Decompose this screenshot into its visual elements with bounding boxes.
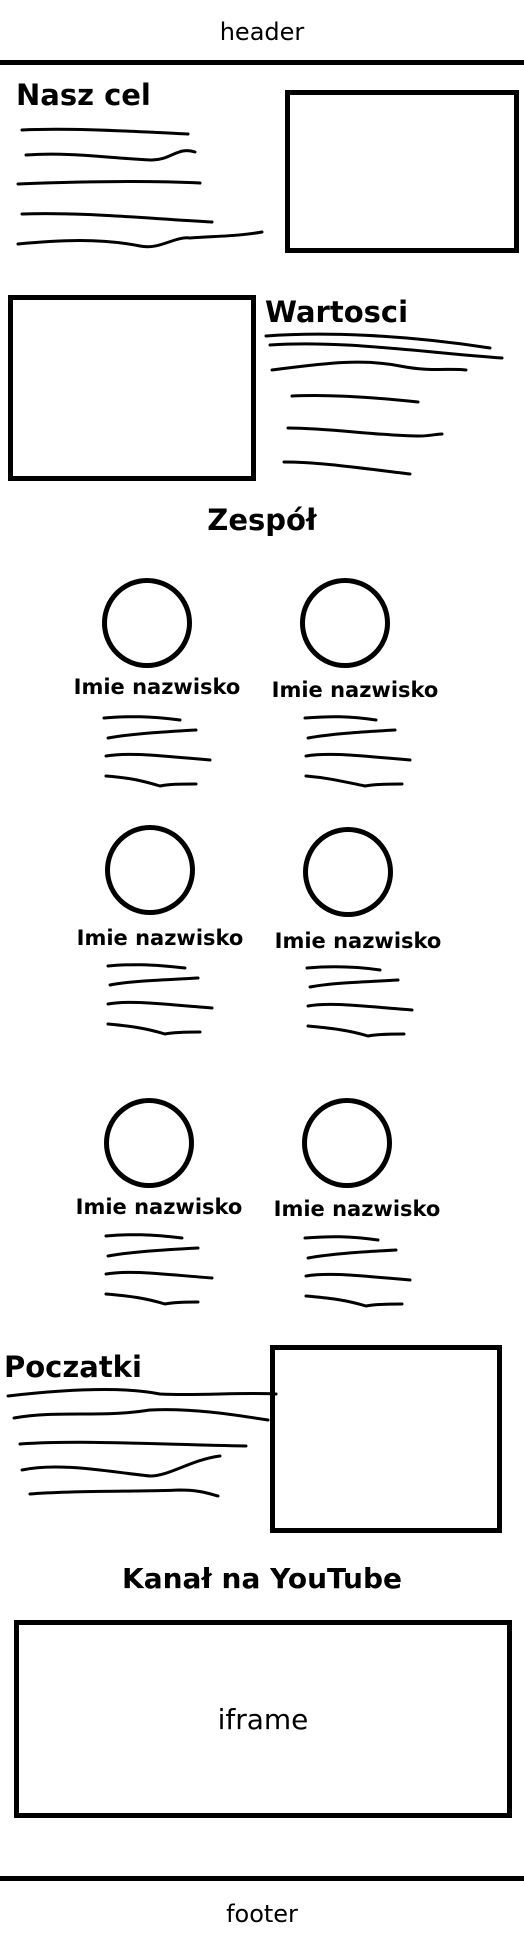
values-text-scribble [264, 332, 504, 476]
beginnings-image-placeholder [270, 1345, 502, 1533]
team-member-name: Imie nazwisko [273, 1197, 441, 1221]
iframe-label: iframe [217, 1702, 309, 1736]
team-member-avatar [102, 578, 192, 668]
youtube-iframe-placeholder: iframe [14, 1620, 512, 1818]
goal-title: Nasz cel [16, 78, 151, 112]
footer-label: footer [226, 1900, 298, 1928]
values-title: Wartosci [265, 295, 409, 329]
team-member-avatar [302, 1098, 392, 1188]
values-image-placeholder [8, 295, 256, 481]
team-member-name: Imie nazwisko [75, 1195, 243, 1219]
header-label: header [219, 18, 305, 46]
youtube-title: Kanał na YouTube [122, 1562, 402, 1595]
beginnings-title: Poczatki [4, 1350, 142, 1384]
team-member-avatar [104, 1098, 194, 1188]
team-member-avatar [105, 825, 195, 915]
goal-image-placeholder [285, 90, 519, 253]
team-title: Zespół [207, 503, 317, 537]
footer-divider [0, 1876, 524, 1881]
goal-text-scribble [16, 127, 264, 249]
team-member-name: Imie nazwisko [274, 929, 442, 953]
team-member-name: Imie nazwisko [73, 675, 241, 699]
header-divider [0, 60, 524, 65]
beginnings-text-scribble [6, 1388, 278, 1498]
team-member-avatar [303, 827, 393, 917]
team-member-name: Imie nazwisko [76, 926, 244, 950]
team-member-name: Imie nazwisko [271, 678, 439, 702]
team-member-avatar [300, 578, 390, 668]
